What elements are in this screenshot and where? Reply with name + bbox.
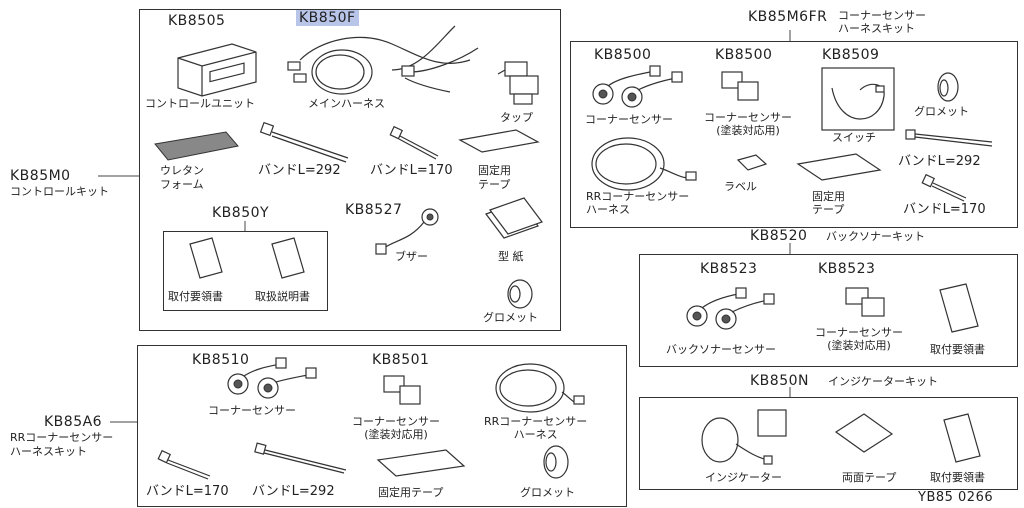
control-unit-code: KB8505 [168, 13, 226, 29]
double-tape-label: 両面テープ [842, 471, 897, 484]
rr-grommet-drawing [937, 72, 959, 102]
rr-harness-kit-box [570, 41, 1018, 228]
bottom-rr-harness-label: RRコーナーセンサー ハーネス [484, 415, 588, 441]
indicator-kit-box [639, 397, 1018, 490]
corner-sensor-painted-drawing [721, 71, 759, 101]
back-install-manual-label: 取付要領書 [930, 343, 985, 356]
grommet-label: グロメット [483, 311, 538, 324]
back-corner-sensor-painted-label: コーナーセンサー (塗装対応用) [815, 326, 903, 352]
bottom-grommet-label: グロメット [520, 486, 575, 499]
double-tape-drawing [834, 413, 894, 453]
fixing-tape-drawing [458, 129, 540, 153]
label-drawing [736, 154, 768, 171]
bottom-fixing-tape-drawing [376, 449, 466, 477]
user-manual-label: 取扱説明書 [255, 290, 310, 303]
bottom-corner-sensor-painted-drawing [383, 375, 421, 405]
template-label: 型 紙 [498, 250, 524, 263]
control-kit-code: KB85M0 [10, 168, 71, 184]
buzzer-drawing [375, 208, 439, 255]
switch-label: スイッチ [832, 131, 876, 144]
band-170-label: バンドL=170 [370, 163, 453, 178]
bottom-corner-sensor-code: KB8510 [192, 352, 250, 368]
back-corner-sensor-painted-code: KB8523 [818, 261, 876, 277]
indicator-kit-code: KB850N [750, 373, 809, 389]
rr-corner-harness-kit-box [137, 345, 627, 507]
corner-sensor-code: KB8500 [594, 47, 652, 63]
tap-label: タップ [500, 111, 533, 124]
back-sonar-sensor-label: バックソナーセンサー [666, 343, 776, 356]
switch-code: KB8509 [822, 47, 880, 63]
bottom-corner-sensor-label: コーナーセンサー [208, 404, 296, 417]
indicator-install-manual-drawing [943, 413, 981, 463]
main-harness-code: KB850F [296, 10, 359, 26]
corner-sensor-drawing [592, 65, 683, 108]
rr-grommet-label: グロメット [914, 105, 969, 118]
rr-band-170-label: バンドL=170 [903, 202, 986, 217]
rr-corner-harness-kit-name: RRコーナーセンサー ハーネスキット [10, 431, 114, 458]
buzzer-code: KB8527 [345, 202, 403, 218]
indicator-kit-name: インジケーターキット [828, 375, 938, 388]
bottom-band-170-label: バンドL=170 [146, 484, 229, 499]
main-harness-label: メインハーネス [308, 97, 385, 110]
main-harness-drawing [287, 25, 479, 95]
band-170-drawing [389, 125, 439, 160]
rr-harness-label: RRコーナーセンサー ハーネス [586, 190, 690, 216]
band-292-label: バンドL=292 [258, 163, 341, 178]
buzzer-label: ブザー [395, 250, 428, 263]
rr-band-292-label: バンドL=292 [898, 154, 981, 169]
rr-harness-kit-name: コーナーセンサー ハーネスキット [838, 9, 926, 35]
bottom-band-292-label: バンドL=292 [252, 484, 335, 499]
urethane-foam-drawing [154, 131, 239, 161]
fixing-tape-label: 固定用 テープ [478, 164, 511, 191]
back-sonar-sensor-drawing [686, 287, 775, 330]
rr-fixing-tape-drawing [796, 153, 882, 181]
control-unit-label: コントロールユニット [145, 97, 255, 110]
bottom-corner-sensor-drawing [227, 357, 317, 399]
install-manual-label: 取付要領書 [168, 290, 223, 303]
corner-sensor-painted-label: コーナーセンサー (塗装対応用) [704, 111, 792, 137]
figure-id: YB85 0266 [918, 490, 994, 505]
back-sonar-kit-code: KB8520 [750, 228, 808, 244]
corner-sensor-label: コーナーセンサー [585, 113, 673, 126]
bottom-grommet-drawing [543, 445, 569, 479]
grommet-drawing [507, 279, 533, 309]
control-kit-box [139, 9, 561, 331]
doc-set-drawing [189, 237, 305, 279]
rr-band-292-drawing [905, 129, 993, 147]
indicator-label: インジケーター [705, 471, 782, 484]
bottom-corner-sensor-painted-code: KB8501 [372, 352, 430, 368]
switch-drawing [821, 67, 895, 131]
corner-sensor-painted-code: KB8500 [715, 47, 773, 63]
back-sonar-kit-box [639, 254, 1018, 367]
bottom-corner-sensor-painted-label: コーナーセンサー (塗装対応用) [352, 415, 440, 441]
urethane-foam-label: ウレタン フォーム [160, 164, 204, 191]
band-292-drawing [259, 121, 349, 163]
bottom-rr-harness-drawing [495, 363, 585, 413]
template-drawing [485, 197, 543, 239]
back-sonar-sensor-code: KB8523 [700, 261, 758, 277]
rr-corner-harness-kit-code: KB85A6 [44, 414, 103, 430]
rr-harness-kit-code: KB85M6FR [748, 9, 828, 25]
rr-harness-drawing [591, 137, 697, 191]
bottom-band-292-drawing [254, 442, 347, 474]
doc-set-box [163, 231, 328, 311]
bottom-band-170-drawing [157, 449, 211, 480]
tap-drawing [497, 61, 539, 105]
back-corner-sensor-painted-drawing [845, 287, 885, 317]
back-install-manual-drawing [939, 283, 979, 333]
doc-set-code: KB850Y [212, 205, 270, 221]
rr-fixing-tape-label: 固定用 テープ [812, 190, 845, 216]
control-kit-name: コントロールキット [10, 185, 109, 198]
bottom-fixing-tape-label: 固定用テープ [378, 486, 444, 499]
indicator-drawing [701, 409, 787, 465]
rr-band-170-drawing [921, 173, 967, 202]
label-label: ラベル [724, 180, 757, 193]
control-unit-drawing [177, 43, 257, 97]
back-sonar-kit-name: バックソナーキット [826, 230, 925, 243]
indicator-install-manual-label: 取付要領書 [930, 471, 985, 484]
